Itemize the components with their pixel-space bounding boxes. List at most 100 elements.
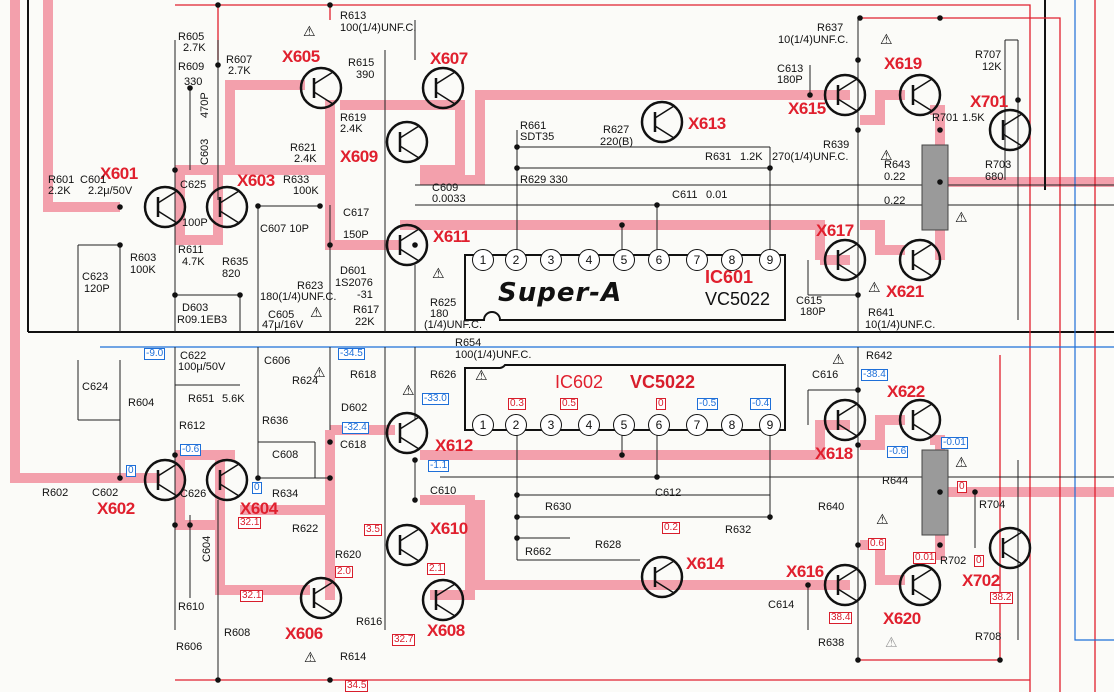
voltage-x604-base: 0 — [252, 482, 262, 494]
ic-pin-3: 3 — [540, 414, 562, 436]
label-r651-value: 5.6K — [222, 393, 245, 405]
ic601-ref: IC601 — [705, 267, 754, 287]
label-r601: R601 — [48, 174, 75, 186]
warning-icon: ⚠ — [303, 23, 316, 39]
label-c601: C601 — [80, 174, 107, 186]
transistor-emitter-lead — [399, 248, 420, 262]
label-r643-value2: 0.22 — [884, 195, 906, 207]
warning-icon: ⚠ — [402, 382, 415, 398]
label-c625-value: 100P — [182, 217, 208, 229]
junction-dot — [857, 15, 863, 21]
voltage-2-1: 2.1 — [427, 563, 445, 575]
ic602-part: VC5022 — [630, 372, 696, 392]
label-r619: R619 — [340, 112, 367, 124]
junction-dot — [937, 179, 943, 185]
label-r635: R635 — [222, 256, 249, 268]
label-r609: R609 — [178, 61, 205, 73]
voltage-neg32-4: -32.4 — [342, 422, 369, 434]
transistor-emitter-lead — [399, 548, 420, 562]
label-c612: C612 — [655, 487, 682, 499]
transistor-x615: X615 — [788, 99, 826, 118]
label-r622: R622 — [292, 523, 319, 535]
transistor-emitter-lead — [435, 603, 456, 617]
transistor-emitter-lead — [837, 423, 858, 437]
label-r607: R607 — [226, 54, 253, 66]
transistor-symbol-x611 — [385, 223, 429, 267]
transistor-symbol-x610 — [385, 523, 429, 567]
label-c622: C622 — [180, 350, 207, 362]
junction-dot — [972, 489, 978, 495]
voltage-3-5: 3.5 — [364, 524, 382, 536]
label-r633-value: 100K — [293, 185, 319, 197]
transistor-emitter-lead — [219, 483, 240, 497]
junction-dot — [1015, 97, 1021, 103]
label-r702: R702 — [940, 555, 967, 567]
junction-dot — [327, 2, 333, 8]
label-r704: R704 — [979, 499, 1006, 511]
voltage-x614: 0.2 — [662, 522, 680, 534]
label-c610: C610 — [430, 485, 457, 497]
junction-dot — [117, 242, 123, 248]
label-r628: R628 — [595, 539, 622, 551]
junction-dot — [855, 292, 861, 298]
transistor-symbol-x612 — [385, 411, 429, 455]
label-r643: R643 — [884, 159, 911, 171]
label-r604: R604 — [128, 397, 155, 409]
junction-dot — [937, 542, 943, 548]
ic-pin-3: 3 — [540, 249, 562, 271]
label-c623-value: 120P — [84, 283, 110, 295]
transistor-x611: X611 — [433, 227, 470, 246]
label-r611-value: 4.7K — [182, 256, 205, 268]
label-c613-value: 180P — [777, 74, 803, 86]
junction-dot — [327, 242, 333, 248]
voltage-neg34-5: -34.5 — [338, 348, 365, 360]
label-c617-value: 150P — [343, 229, 369, 241]
transistor-collector-lead — [399, 528, 420, 542]
transistor-x617: X617 — [816, 221, 854, 240]
label-r661: R661 — [520, 120, 547, 132]
junction-dot — [654, 202, 660, 208]
warning-icon: ⚠ — [475, 367, 488, 383]
label-r627-value: 220(B) — [600, 136, 634, 148]
label-r613: R613 — [340, 10, 367, 22]
voltage-x618-emitter: -0.6 — [887, 446, 909, 458]
circuit-lines — [77, 18, 1114, 680]
label-r634: R634 — [272, 488, 299, 500]
transistor-x607: X607 — [430, 49, 468, 68]
label-r654-value: 100(1/4)UNF.C. — [455, 349, 532, 361]
label-c604: C604 — [201, 535, 213, 562]
warning-icon: ⚠ — [876, 511, 889, 527]
label-r605: R605 — [178, 31, 205, 43]
transistor-symbol-x609 — [385, 120, 429, 164]
label-r651: R651 — [188, 393, 215, 405]
transistor-collector-lead — [435, 71, 456, 85]
junction-dot — [619, 222, 625, 228]
label-r642: R642 — [866, 350, 893, 362]
transistor-symbol-x701 — [988, 108, 1032, 152]
junction-dot — [855, 442, 861, 448]
ic601-part: VC5022 — [705, 289, 771, 309]
voltage-neg38-4: -38.4 — [861, 369, 888, 381]
transistor-x605: X605 — [282, 47, 320, 66]
label-c607: C607 10P — [260, 223, 309, 235]
junction-dot — [514, 514, 520, 520]
junction-dot — [117, 204, 123, 210]
transistor-symbol-x616 — [823, 563, 867, 607]
label-d603-value: R09.1EB3 — [177, 314, 228, 326]
voltage-ic602-pin3: 0.5 — [560, 398, 578, 410]
label-r626: R626 — [430, 369, 457, 381]
junction-dot — [514, 535, 520, 541]
label-c618: C618 — [340, 439, 367, 451]
label-r602: R602 — [42, 487, 69, 499]
transistor-symbol-x606 — [299, 576, 343, 620]
ic602-ref: IC602 — [555, 372, 604, 392]
transistor-x622: X622 — [887, 382, 925, 401]
junction-dot — [514, 165, 520, 171]
junction-dots — [117, 2, 1021, 683]
junction-dot — [855, 542, 861, 548]
transistor-x602: X602 — [97, 499, 135, 518]
label-c609-value: 0.0033 — [432, 193, 466, 205]
junction-dot — [327, 475, 333, 481]
junction-dot — [855, 657, 861, 663]
transistor-symbol-x702 — [988, 526, 1032, 570]
